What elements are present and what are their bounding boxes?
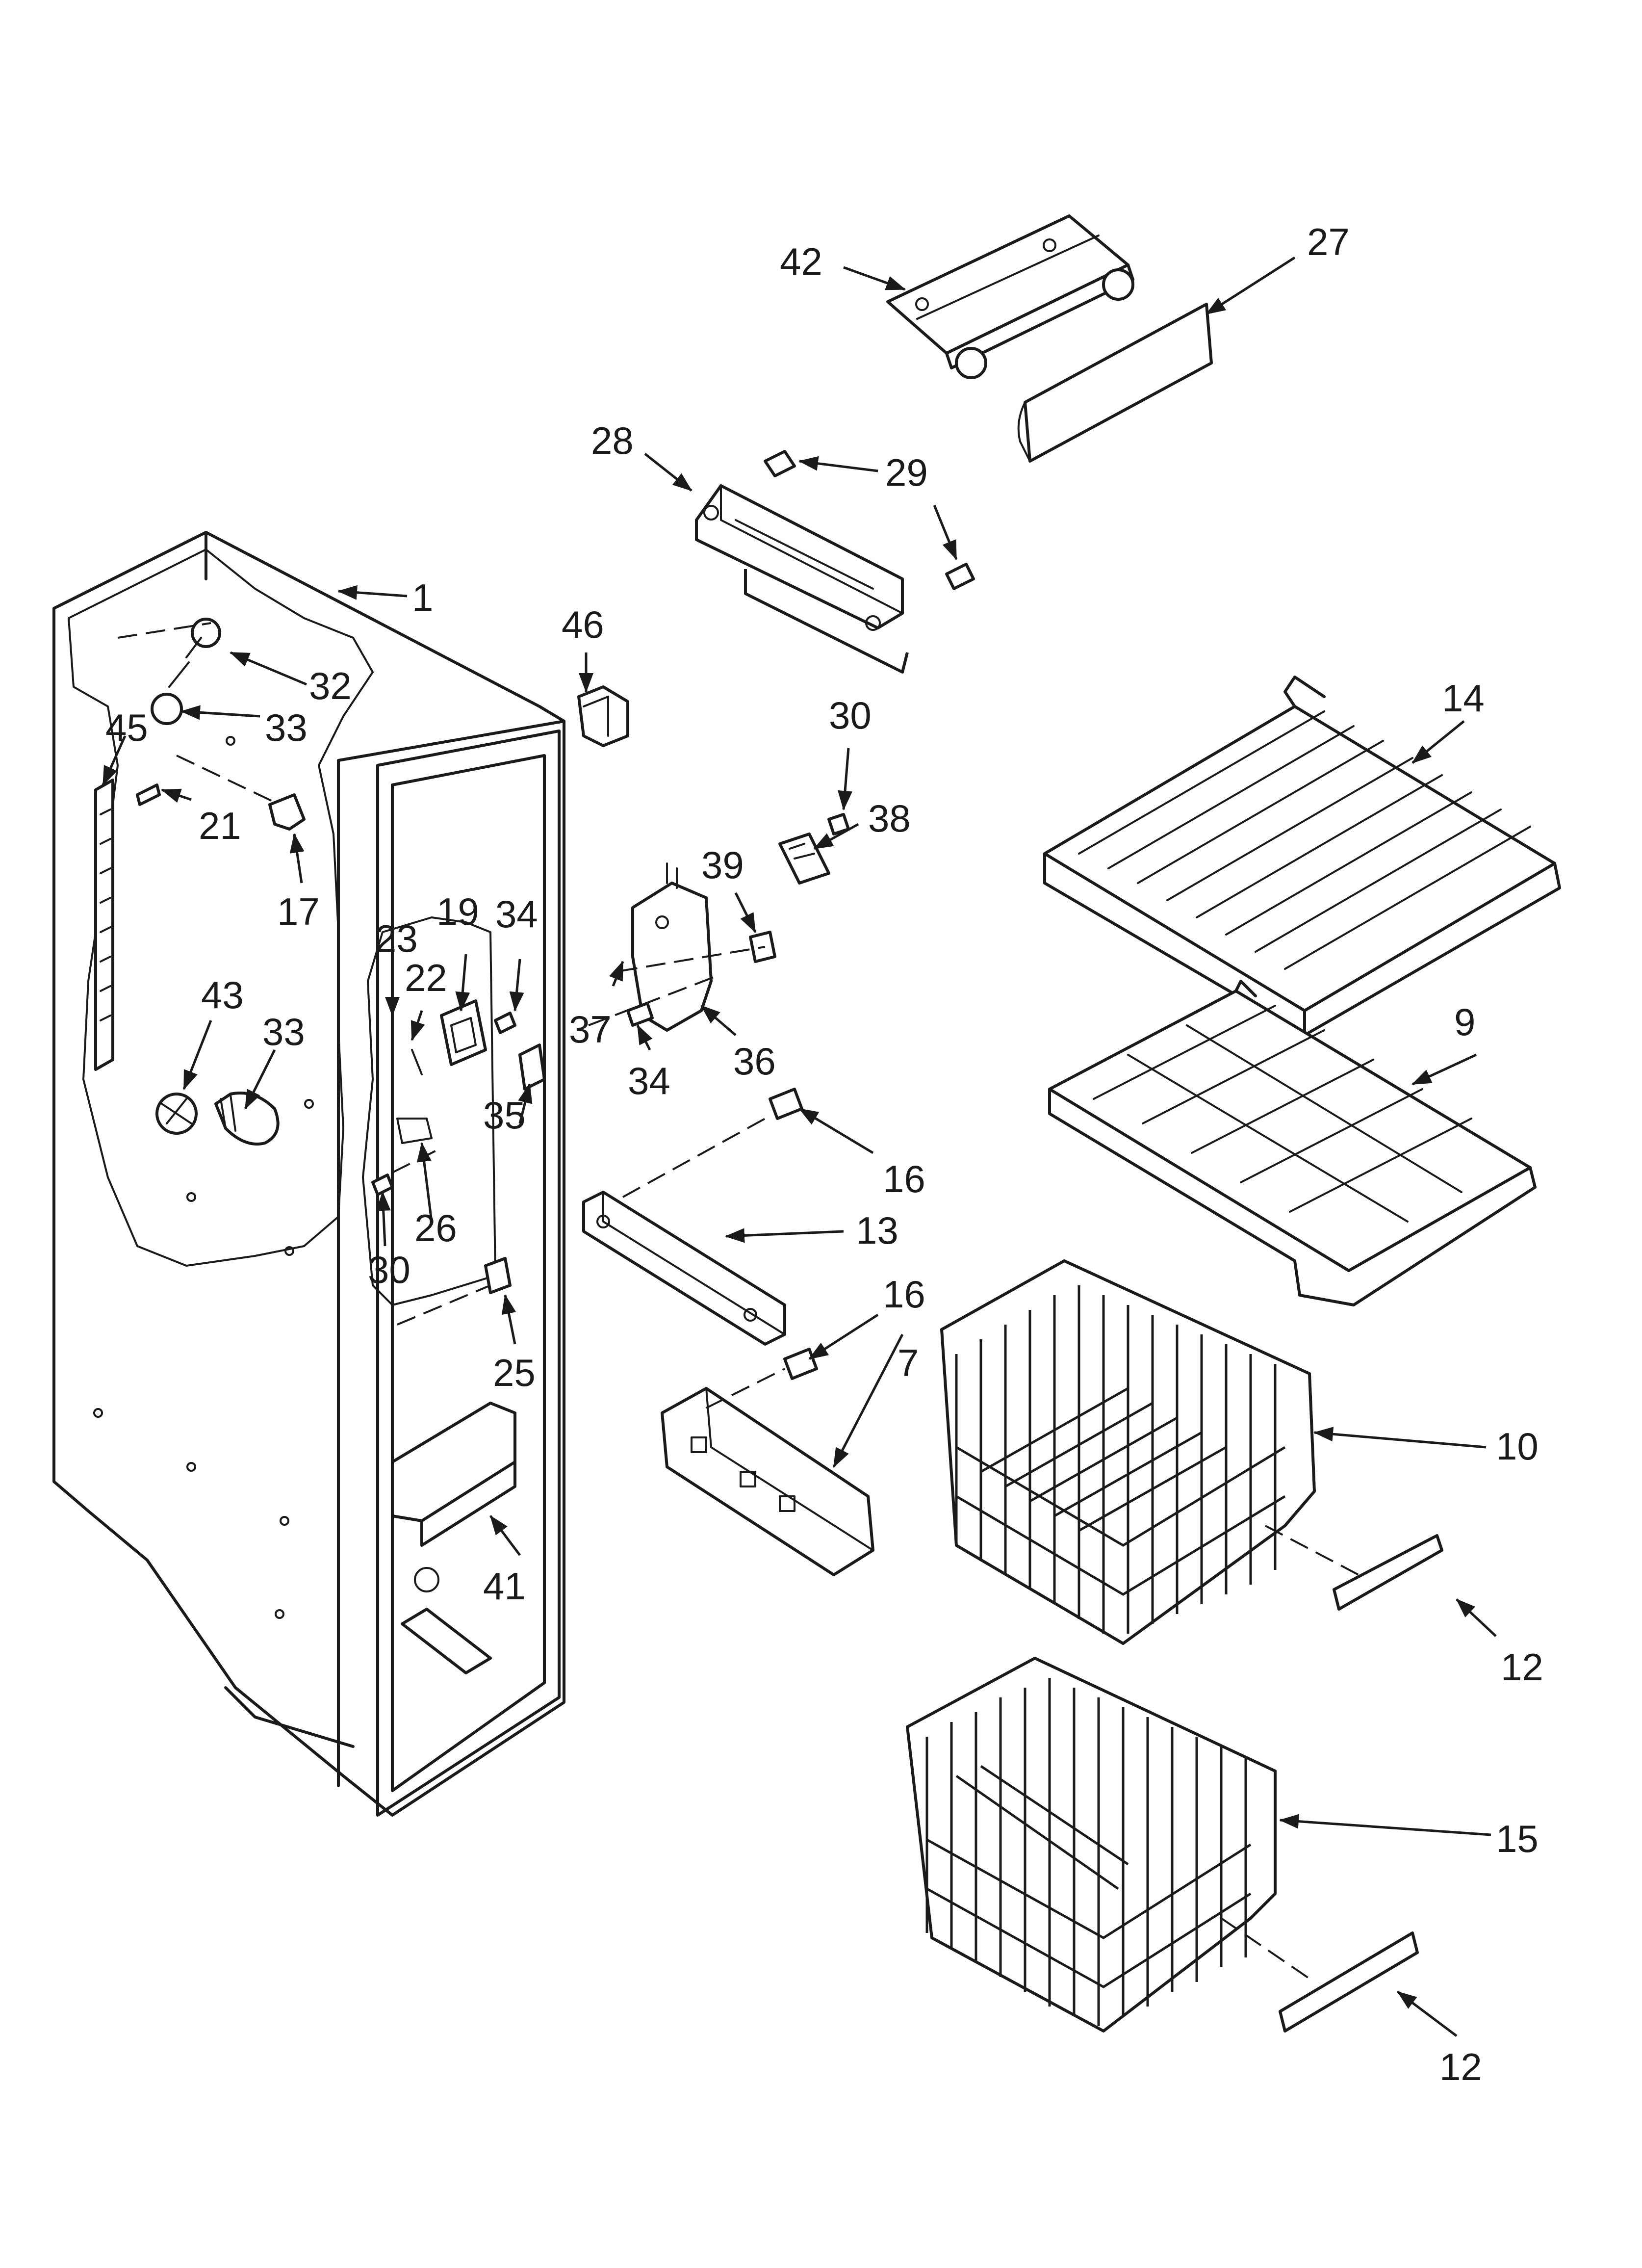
callout-19: 19 (436, 890, 479, 933)
leader-lines (102, 256, 1497, 2037)
callout-33: 33 (265, 706, 308, 749)
callout-1: 1 (412, 576, 433, 619)
cover-27 (1017, 303, 1213, 463)
callout-35: 35 (483, 1094, 526, 1137)
basket-15 (906, 1657, 1419, 2033)
callout-7: 7 (898, 1341, 919, 1384)
board-38 (778, 813, 850, 885)
switch-assembly (391, 999, 546, 1326)
callout-41: 41 (483, 1564, 526, 1608)
bracket-13 (582, 1088, 803, 1346)
shelf-14 (1043, 676, 1561, 1037)
callout-34: 34 (495, 892, 538, 936)
callout-22: 22 (405, 956, 447, 999)
callout-21: 21 (199, 804, 241, 847)
callout-10: 10 (1496, 1425, 1539, 1468)
callout-32: 32 (309, 664, 352, 707)
callout-46: 46 (562, 603, 604, 646)
bracket-46 (577, 685, 629, 747)
callout-29: 29 (885, 451, 928, 494)
hinge-42 (886, 214, 1134, 379)
callout-17: 17 (277, 890, 320, 933)
callout-15: 15 (1496, 1817, 1539, 1860)
callout-12: 12 (1501, 1645, 1543, 1689)
freezer-liner (52, 531, 565, 1817)
callout-28: 28 (591, 419, 634, 462)
callout-9: 9 (1454, 1000, 1475, 1043)
callout-30: 30 (368, 1248, 410, 1291)
callout-37: 37 (569, 1008, 612, 1051)
callout-42: 42 (780, 240, 822, 283)
callout-36: 36 (733, 1040, 776, 1083)
callout-16: 16 (883, 1157, 925, 1200)
callout-23: 23 (375, 917, 418, 960)
callout-43: 43 (201, 973, 244, 1017)
callout-13: 13 (856, 1209, 898, 1252)
callout-33-lower: 33 (262, 1010, 305, 1053)
callout-14: 14 (1442, 677, 1485, 720)
callout-26: 26 (414, 1206, 457, 1250)
callout-16-lower: 16 (883, 1273, 925, 1316)
shelf-track (94, 779, 114, 1071)
callout-25: 25 (493, 1351, 536, 1394)
callout-34-lower: 34 (628, 1059, 670, 1102)
callout-30-upper: 30 (829, 694, 872, 737)
panel-7 (661, 1348, 874, 1576)
callout-38: 38 (868, 797, 911, 840)
screws-left (136, 783, 394, 1196)
callout-labels: 1 32 33 45 21 17 43 33 23 22 19 34 35 26… (105, 220, 1543, 2088)
callout-45: 45 (105, 706, 148, 749)
callout-12-lower: 12 (1439, 2045, 1482, 2088)
callout-27: 27 (1307, 220, 1350, 263)
basket-10 (940, 1259, 1443, 1645)
shelf-9 (1048, 980, 1537, 1306)
callout-39: 39 (701, 843, 744, 886)
plate-36 (588, 862, 776, 1032)
housing-28 (695, 450, 975, 674)
